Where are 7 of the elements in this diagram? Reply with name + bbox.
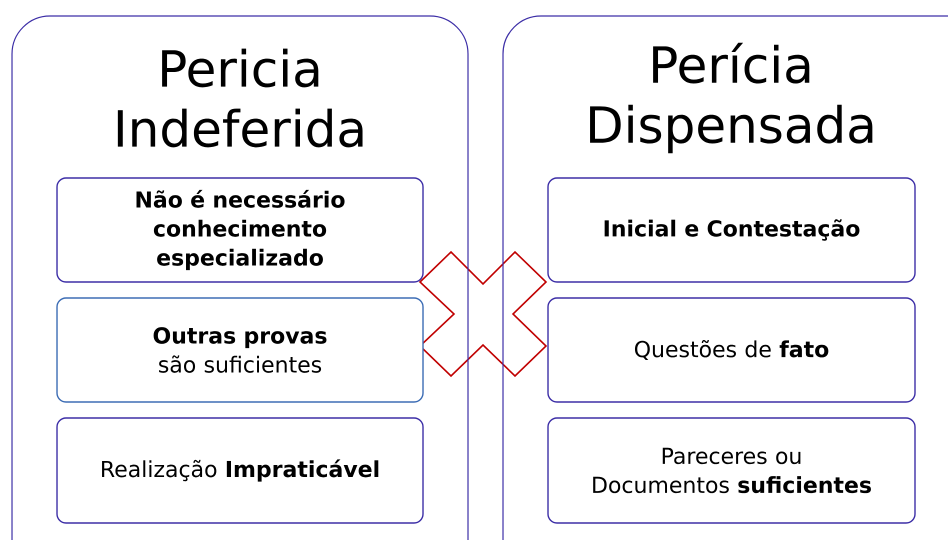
- text-box: Inicial e Contestação: [547, 177, 916, 283]
- cross-mark: [418, 250, 548, 378]
- text-box: Realização Impraticável: [56, 417, 424, 524]
- text-box: Questões de fato: [547, 297, 916, 403]
- text-box: Pareceres ou Documentos suficientes: [547, 417, 916, 524]
- text-box: Não é necessário conhecimento especializado: [56, 177, 424, 283]
- text-box: Outras provas são suficientes: [56, 297, 424, 403]
